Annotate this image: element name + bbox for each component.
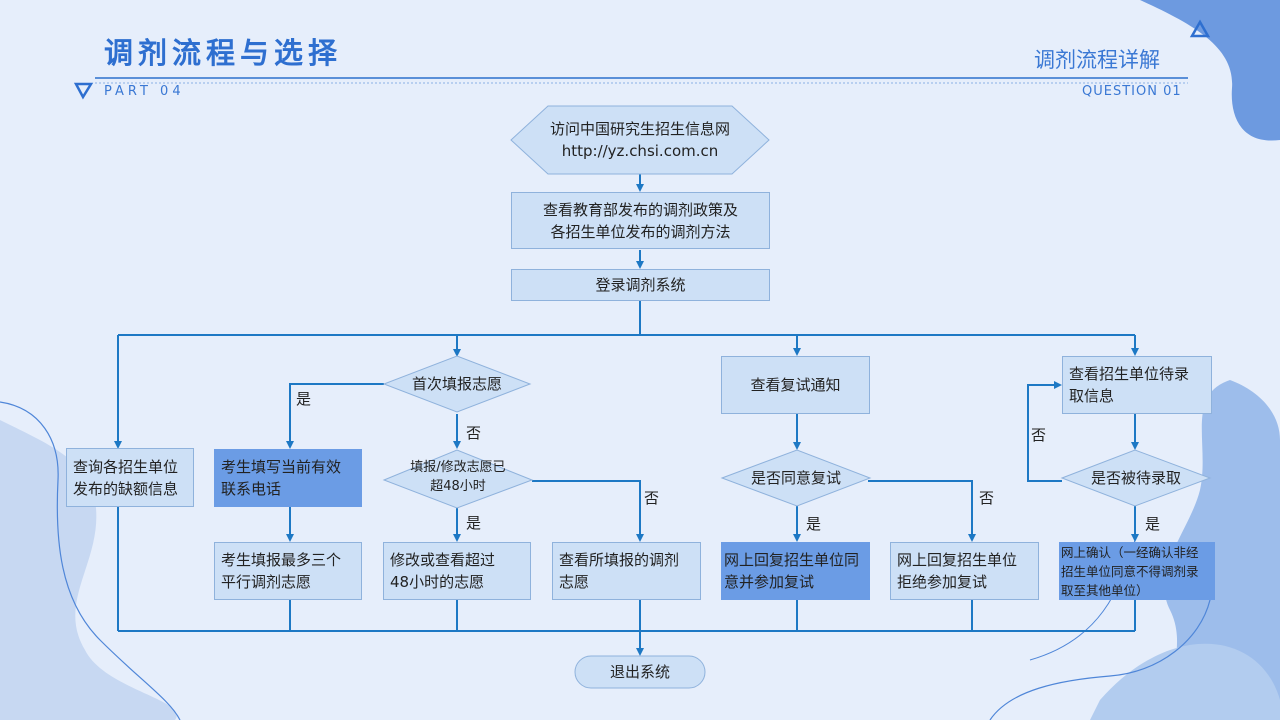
yes-label: 是: [466, 514, 482, 532]
reject-retest-box: 网上回复招生单位拒绝参加复试: [890, 542, 1039, 600]
over48-label: 填报/修改志愿已 超48小时: [410, 460, 506, 494]
waitlisted-diamond: [1060, 449, 1212, 507]
arrow-waitlisted-no: [1027, 381, 1062, 482]
yes-label: 是: [296, 390, 312, 408]
top-right-triangle-icon: [1189, 19, 1211, 38]
retest-notice-box: 查看复试通知: [721, 356, 870, 414]
question-label: QUESTION 01: [1082, 84, 1182, 99]
no-label: 否: [979, 489, 995, 507]
arrow-over48-no: [532, 480, 644, 542]
accept-retest-box: 网上回复招生单位同意并参加复试: [721, 542, 870, 600]
waitlisted-label: 是否被待录取: [1090, 469, 1181, 487]
arrow-agree-no: [868, 480, 976, 542]
confirm-box: 网上确认（一经确认非经招生单位同意不得调剂录取至其他单位）: [1059, 542, 1215, 600]
start-hexagon: [510, 105, 770, 175]
no-label: 否: [644, 489, 660, 507]
vacancy-box: 查询各招生单位发布的缺额信息: [66, 448, 194, 507]
section-title: 调剂流程详解: [1034, 48, 1160, 72]
part-label: PART 04: [104, 84, 185, 99]
no-label: 否: [1031, 426, 1047, 444]
phone-box: 考生填写当前有效联系电话: [214, 449, 362, 507]
first-fill-label: 首次填报志愿: [411, 375, 502, 393]
exit-terminal: [574, 655, 706, 689]
view-filled-box: 查看所填报的调剂志愿: [552, 542, 701, 600]
waitlist-info-box: 查看招生单位待录取信息: [1062, 356, 1212, 414]
header-triangle-icon: [73, 82, 94, 100]
over48-diamond: [382, 449, 534, 509]
agree-retest-label: 是否同意复试: [750, 469, 841, 487]
login-box: 登录调剂系统: [511, 269, 770, 301]
policy-box: 查看教育部发布的调剂政策及各招生单位发布的调剂方法: [511, 192, 770, 249]
arrow-firstfill-yes: [286, 383, 384, 449]
yes-label: 是: [806, 515, 822, 533]
start-label: 访问中国研究生招生信息网 http://yz.chsi.com.cn: [549, 120, 730, 160]
fill-three-box: 考生填报最多三个平行调剂志愿: [214, 542, 362, 600]
no-label: 否: [466, 424, 482, 442]
page-title: 调剂流程与选择: [104, 36, 343, 70]
agree-retest-diamond: [720, 449, 872, 507]
exit-label: 退出系统: [609, 663, 670, 681]
yes-label: 是: [1145, 515, 1161, 533]
first-fill-diamond: [382, 355, 532, 413]
